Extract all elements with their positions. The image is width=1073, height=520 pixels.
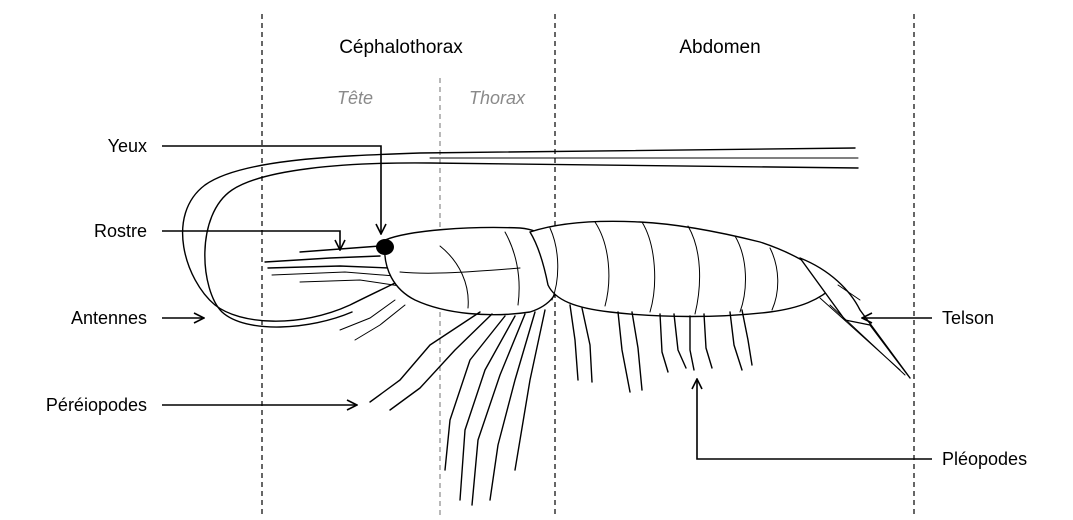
subregion-tete-label: Tête [337,88,373,108]
label-antennes-text: Antennes [71,308,147,328]
pointer-rostre [162,231,340,250]
label-telson: Telson [862,308,994,328]
shrimp-illustration [183,148,910,505]
label-rostre: Rostre [94,221,340,250]
label-yeux: Yeux [108,136,381,234]
label-rostre-text: Rostre [94,221,147,241]
abdomen-segments [530,221,835,316]
region-abdomen-label: Abdomen [679,37,760,58]
label-pleopodes: Pléopodes [697,379,1027,469]
pereiopods [340,300,545,505]
label-yeux-text: Yeux [108,136,147,156]
eye [376,239,394,255]
label-antennes: Antennes [71,308,204,328]
pointer-pleopodes [697,379,932,459]
label-pereiopodes: Péréiopodes [46,395,357,415]
subregion-thorax-label: Thorax [469,88,526,108]
label-pleopodes-text: Pléopodes [942,449,1027,469]
label-telson-text: Telson [942,308,994,328]
pleopods [570,305,752,392]
region-cephalothorax-label: Céphalothorax [339,37,463,58]
pointer-yeux [162,146,381,234]
label-pereiopodes-text: Péréiopodes [46,395,147,415]
